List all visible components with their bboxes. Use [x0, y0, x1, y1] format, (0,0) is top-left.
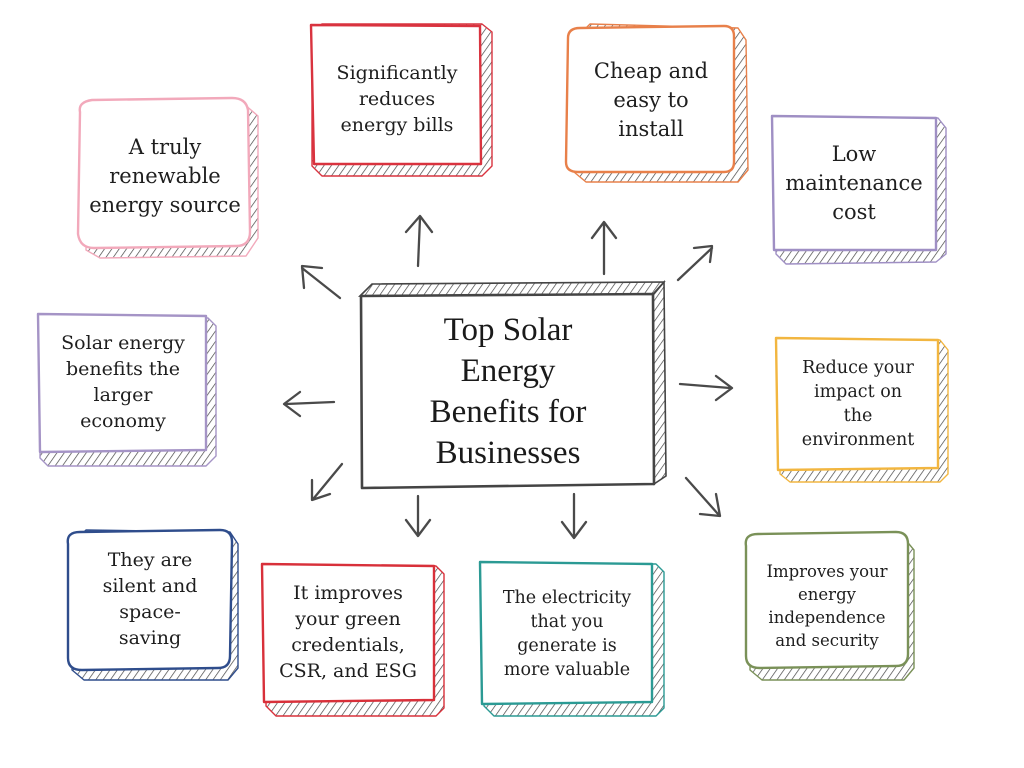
arrow-to-renewable: [300, 264, 342, 300]
arrow-to-install: [590, 220, 618, 276]
center-title: Top Solar Energy Benefits for Businesses: [429, 312, 587, 471]
benefit-economy: Solar energy benefits the larger economy: [61, 332, 185, 432]
benefit-electricity: The electricity that you generate is mor…: [502, 588, 632, 680]
benefit-box-economy: [36, 312, 217, 467]
arrow-to-silent: [310, 462, 344, 502]
arrow-to-independence: [684, 476, 722, 518]
benefit-box-credentials: [260, 562, 445, 717]
benefit-environment: Reduce your impact on the environment: [801, 358, 915, 450]
benefit-silent: They are silent and space- saving: [102, 549, 198, 649]
arrow-to-environment: [678, 374, 734, 402]
benefit-box-independence: [744, 530, 915, 681]
benefit-bills: Significantly reduces energy bills: [336, 62, 458, 136]
benefit-box-silent: [66, 528, 239, 681]
benefit-box-maintenance: [770, 114, 947, 265]
arrow-to-maintenance: [676, 244, 714, 282]
benefit-box-environment: [774, 336, 949, 483]
center-box: [358, 279, 667, 490]
arrow-to-economy: [282, 390, 336, 418]
benefit-box-electricity: [478, 560, 665, 717]
arrow-to-bills: [404, 214, 434, 268]
benefit-box-bills: [309, 23, 493, 177]
benefit-maintenance: Low maintenance cost: [785, 141, 923, 224]
benefit-credentials: It improves your green credentials, CSR,…: [279, 582, 417, 682]
benefit-box-install: [564, 23, 749, 183]
benefit-renewable: A truly renewable energy source: [89, 134, 241, 217]
benefit-box-renewable: [76, 96, 259, 259]
benefit-independence: Improves your energy independence and se…: [766, 562, 888, 650]
benefit-install: Cheap and easy to install: [593, 58, 709, 141]
arrow-to-credentials: [404, 494, 432, 538]
arrow-to-electricity: [560, 492, 588, 540]
